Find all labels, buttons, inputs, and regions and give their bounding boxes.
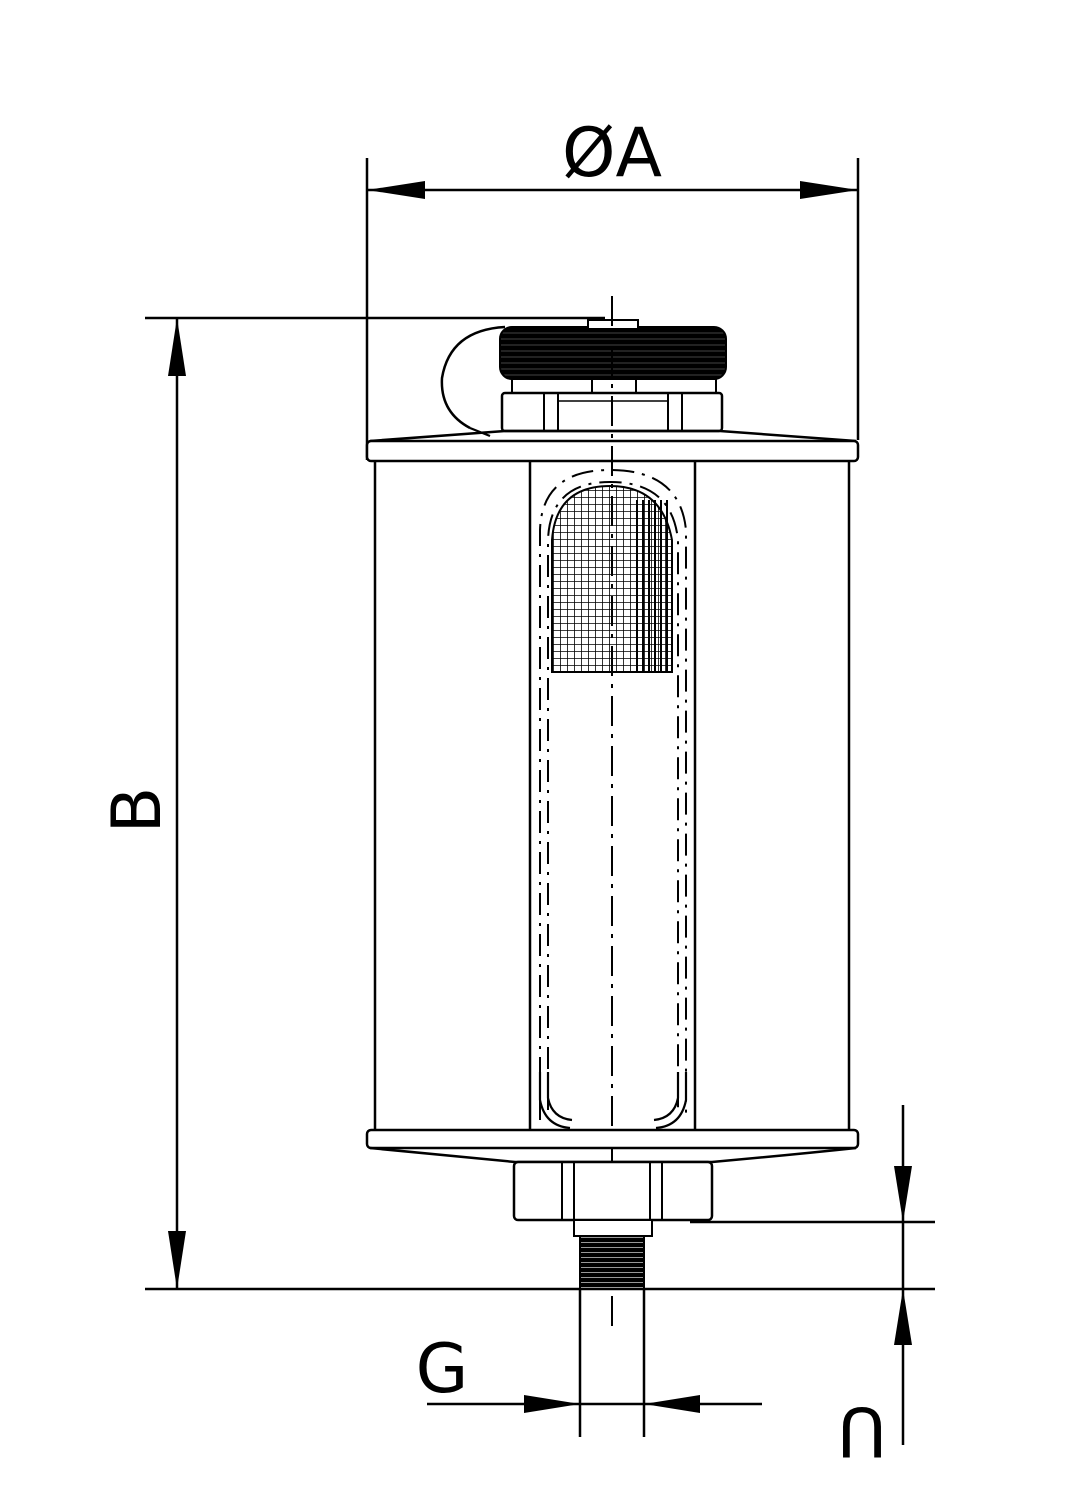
bottom-hex-nut [512,1160,714,1222]
arrowhead-top [168,318,186,376]
spigot-label: U [837,1391,887,1470]
filter-element [538,296,688,1330]
housing-body [373,461,851,1130]
dimension-height-b: B [98,316,935,1291]
arrowhead-left [367,181,425,199]
thread-label: G [416,1330,469,1409]
arrowhead-u-top [894,1166,912,1222]
dimension-spigot-u: U [690,1105,935,1470]
top-cap-assembly [440,319,727,438]
diameter-label: ØA [562,114,662,193]
bottom-flange [365,1128,860,1164]
bail-loop [440,325,506,430]
height-label: B [98,787,177,834]
arrowhead-bottom [168,1231,186,1289]
dimension-thread-g: G [416,1289,762,1437]
arrowhead-g-left [524,1395,580,1413]
arrowhead-u-bottom [894,1289,912,1345]
arrowhead-g-right [644,1395,700,1413]
bottom-fitting [512,1160,714,1290]
dimension-diameter-a: ØA [365,114,860,460]
arrowhead-right [800,181,858,199]
threaded-spigot [579,1235,645,1290]
